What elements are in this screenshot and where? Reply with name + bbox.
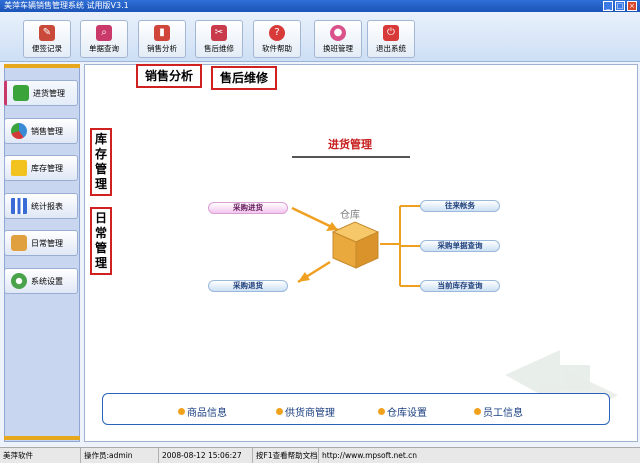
notepad-button[interactable]: ✎ 便签记录 [23,20,71,58]
link-supplier-management[interactable]: 供货商管理 [276,404,335,419]
sidebar-item-inventory[interactable]: 库存管理 [4,155,78,181]
callout-inventory: 库存管理 [90,128,112,196]
purchase-return-button[interactable]: 采购退货 [208,280,288,292]
link-employee-info[interactable]: 员工信息 [474,404,523,419]
link-product-info[interactable]: 商品信息 [178,404,227,419]
help-button[interactable]: ? 软件帮助 [253,20,301,58]
maximize-button[interactable]: □ [615,1,625,11]
notepad-icon: ✎ [39,25,55,41]
link-warehouse-settings[interactable]: 仓库设置 [378,404,427,419]
users-icon: ● [330,25,346,41]
callout-daily: 日常管理 [90,207,112,275]
exit-button[interactable]: ⏻ 退出系统 [367,20,415,58]
purchase-doc-query-button[interactable]: 采购单据查询 [420,240,500,252]
status-url: http://www.mpsoft.net.cn [318,448,417,463]
purchase-in-button[interactable]: 采购进货 [208,202,288,214]
bullet-icon [474,408,481,415]
pie-icon [11,123,27,139]
main-area: 进货管理 销售管理 库存管理 统计报表 日常管理 系统设置 [0,62,640,447]
section-title: 进货管理 [328,138,372,151]
gear-icon [11,273,27,289]
power-icon: ⏻ [383,25,399,41]
bullet-icon [178,408,185,415]
warehouse-box-icon [331,221,380,269]
callout-sales-analysis: 销售分析 [136,64,202,88]
sales-analysis-button[interactable]: ▮ 销售分析 [138,20,186,58]
bar-chart-icon: ▮ [154,25,170,41]
sidebar-item-daily[interactable]: 日常管理 [4,230,78,256]
callout-after-sales: 售后维修 [211,66,277,90]
document-query-button[interactable]: ⌕ 单据查询 [80,20,128,58]
handshake-icon [11,235,27,251]
shift-management-button[interactable]: ● 换班管理 [314,20,362,58]
help-icon: ? [269,25,285,41]
bullet-icon [378,408,385,415]
status-operator: 操作员:admin [80,448,133,463]
search-icon: ⌕ [96,25,112,41]
plus-icon [13,85,29,101]
sidebar-item-purchase[interactable]: 进货管理 [4,80,78,106]
stock-query-button[interactable]: 当前库存查询 [420,280,500,292]
arrow-out-head [298,272,310,282]
star-icon [11,160,27,176]
after-sales-button[interactable]: ✂ 售后维修 [195,20,243,58]
sidebar-bottom-divider [4,436,80,440]
accounts-button[interactable]: 往来帐务 [420,200,500,212]
report-icon [11,198,27,214]
minimize-button[interactable]: _ [603,1,613,11]
close-button[interactable]: × [627,1,637,11]
quick-links-bar [102,393,610,425]
wrench-icon: ✂ [211,25,227,41]
sidebar-item-reports[interactable]: 统计报表 [4,193,78,219]
status-company: 美萍软件 [3,451,33,460]
sidebar-item-settings[interactable]: 系统设置 [4,268,78,294]
section-title-underline [292,156,410,158]
arrow-in-head [326,222,338,231]
window-title: 美萍车辆销售管理系统 试用版V3.1 [4,1,129,10]
title-bar: 美萍车辆销售管理系统 试用版V3.1 _ □ × [0,0,640,12]
sidebar-item-sales[interactable]: 销售管理 [4,118,78,144]
status-bar: 美萍软件 操作员:admin 2008-08-12 15:06:27 按F1查看… [0,447,640,463]
status-help-hint: 按F1查看帮助文档 [252,448,318,463]
warehouse-label: 仓库 [340,210,360,221]
bullet-icon [276,408,283,415]
sidebar-top-divider [4,64,80,68]
status-datetime: 2008-08-12 15:06:27 [158,448,242,463]
toolbar: ✎ 便签记录 ⌕ 单据查询 ▮ 销售分析 ✂ 售后维修 ? 软件帮助 ● 换班管… [0,12,640,62]
